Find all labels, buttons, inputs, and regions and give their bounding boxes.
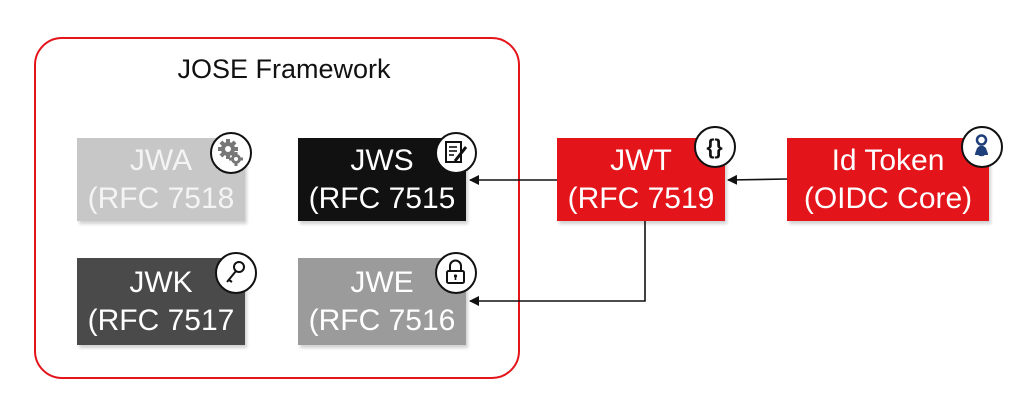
jws-label: JWS [350,143,414,177]
jose-framework-container [34,37,520,379]
jwe-rfc: (RFC 7516 [308,303,456,337]
jws-box: JWS (RFC 7515 [298,138,466,221]
svg-text:{}: {} [706,136,722,159]
jwk-rfc: (RFC 7517 [87,303,235,337]
idtoken-box: Id Token (OIDC Core) [787,138,989,221]
jwa-label: JWA [129,143,193,177]
jwt-rfc: (RFC 7519 [567,181,715,215]
jwe-label: JWE [350,265,414,299]
braces-icon: {} [694,126,736,168]
idtoken-rfc: (OIDC Core) [803,181,973,215]
arrow-jwt-to-jwe [469,221,646,306]
jwe-box: JWE (RFC 7516 [298,258,466,345]
padlock-icon [435,252,477,294]
identity-icon [961,126,1003,168]
jwk-box: JWK (RFC 7517 [77,258,245,345]
key-icon [215,252,257,294]
jose-framework-title: JOSE Framework [177,54,391,84]
jwa-rfc: (RFC 7518 [87,181,235,215]
jws-rfc: (RFC 7515 [308,181,456,215]
jwk-label: JWK [129,265,193,299]
signed-document-icon [435,132,477,174]
gears-icon [210,132,252,174]
arrow-idtoken-to-jwt [727,174,788,185]
jwt-label: JWT [610,143,672,177]
idtoken-label: Id Token [831,143,945,177]
